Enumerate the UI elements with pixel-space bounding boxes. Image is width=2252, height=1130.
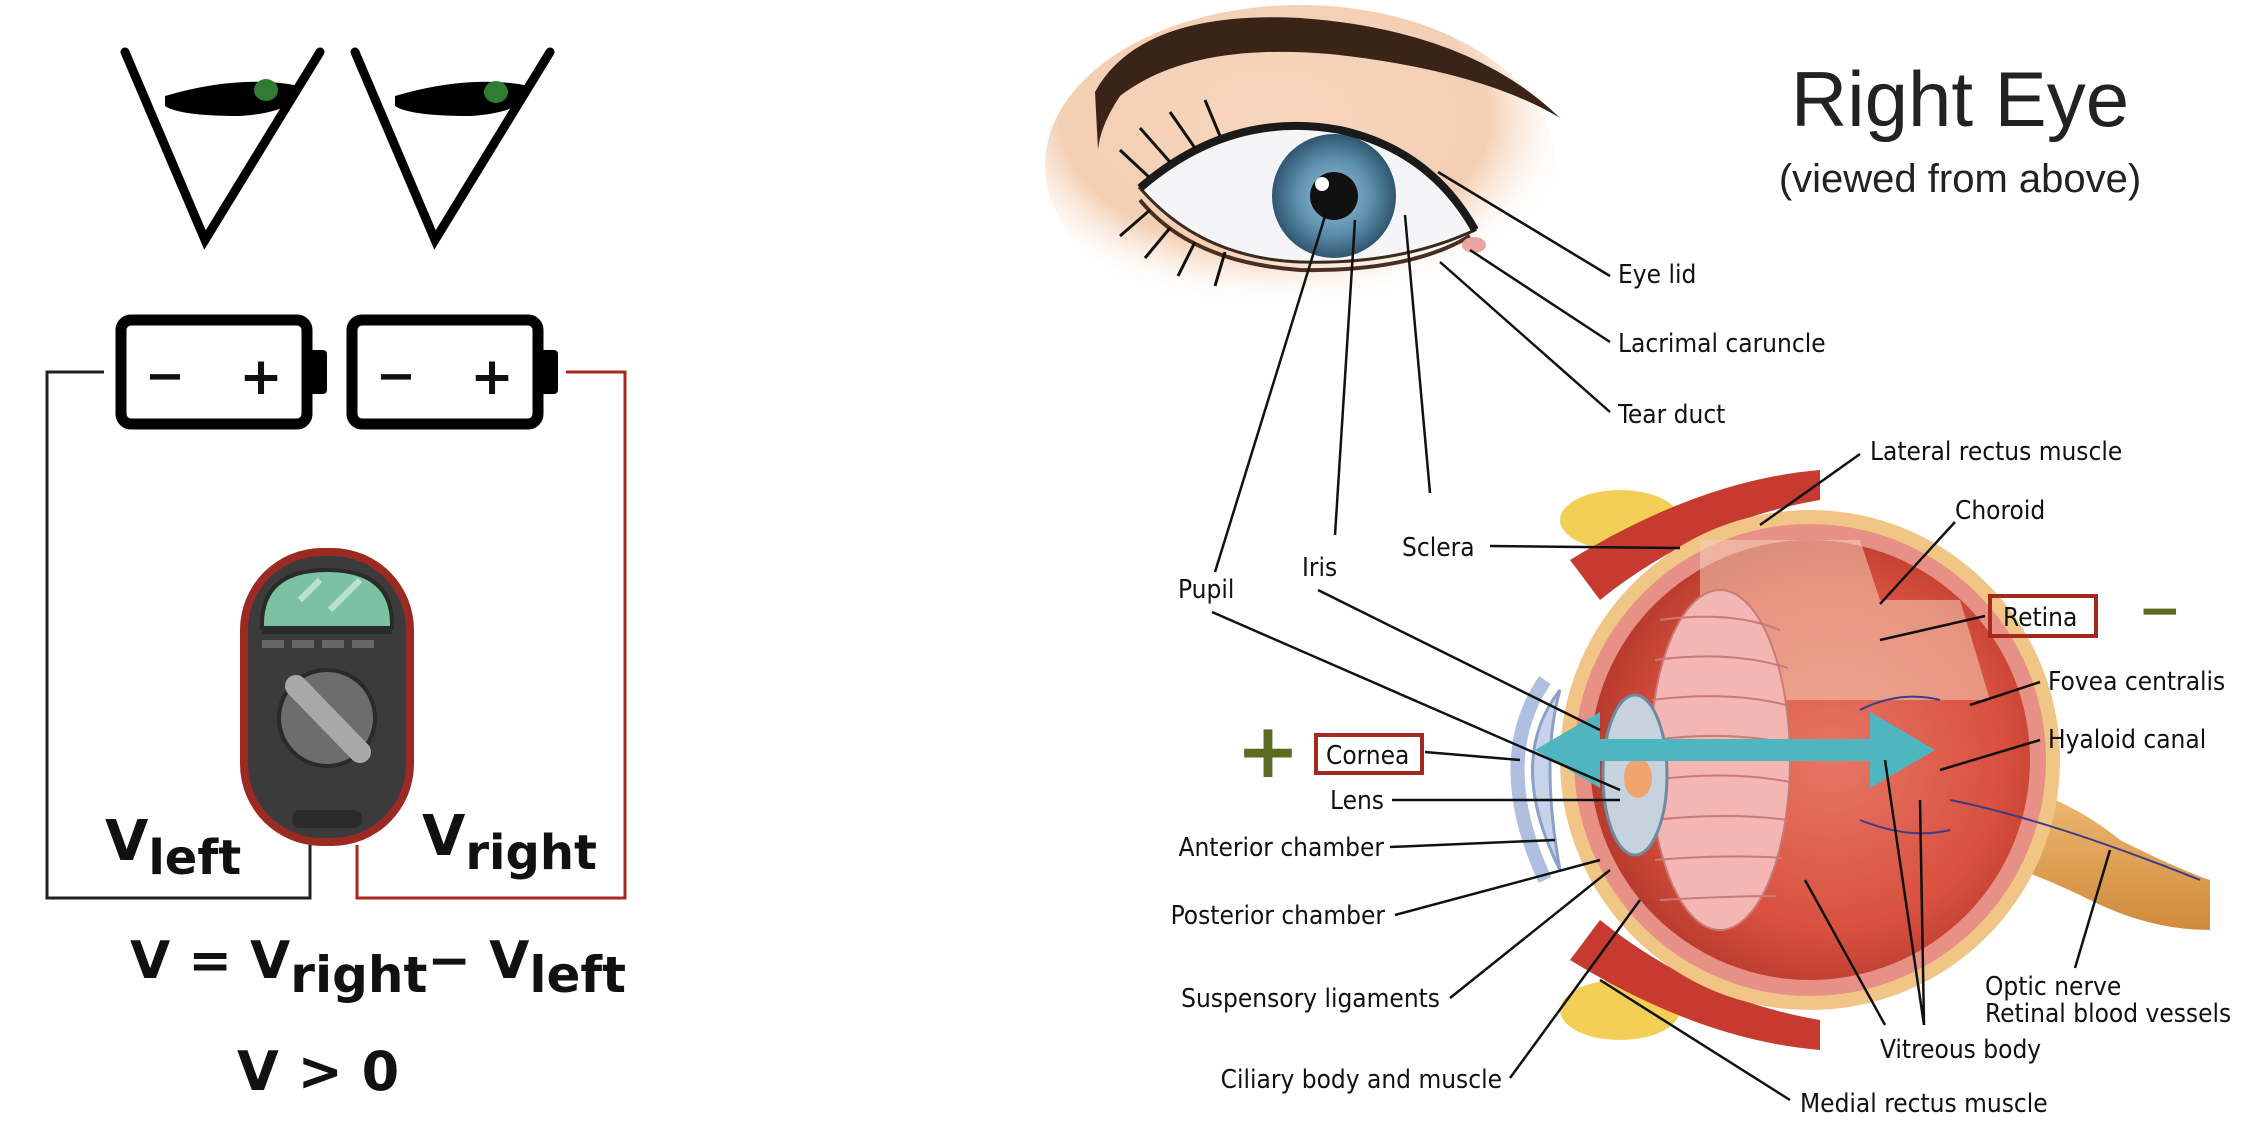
external-eye-illustration (1045, 5, 1560, 325)
label-cornea: Cornea (1326, 741, 1409, 771)
label-choroid: Choroid (1955, 496, 2045, 526)
cornea-sign: + (1236, 706, 1300, 795)
label-lens: Lens (1330, 786, 1384, 816)
v-right-label: Vright (422, 804, 597, 881)
leader-lines (1211, 170, 2112, 1102)
red-wire (355, 370, 627, 900)
label-ciliary: Ciliary body and muscle (1221, 1065, 1502, 1095)
battery-left-plus: + (239, 347, 283, 407)
label-posterior-chamber: Posterior chamber (1171, 901, 1386, 931)
multimeter-icon (240, 548, 414, 846)
label-hyaloid: Hyaloid canal (2048, 725, 2206, 755)
label-retinal-vessels: Retinal blood vessels (1985, 999, 2231, 1029)
diagram-title: Right Eye (1791, 55, 2129, 143)
battery-left-minus: − (145, 348, 185, 404)
voltage-formula: V = Vright− Vleft (130, 931, 626, 1004)
v-left-label: Vleft (105, 809, 241, 886)
label-lateral-rectus: Lateral rectus muscle (1870, 437, 2122, 467)
label-medial-rectus: Medial rectus muscle (1800, 1089, 2048, 1119)
eye-cross-section-illustration (1510, 470, 2210, 1050)
label-sclera: Sclera (1402, 533, 1475, 563)
inequality: V > 0 (237, 1040, 399, 1103)
retina-box (1988, 594, 2098, 638)
label-pupil: Pupil (1178, 575, 1234, 605)
label-retina: Retina (2003, 603, 2077, 633)
battery-right-plus: + (470, 347, 514, 407)
cornea-box (1314, 733, 1424, 775)
label-lacrimal-caruncle: Lacrimal caruncle (1618, 329, 1826, 359)
label-optic-nerve: Optic nerve (1985, 972, 2121, 1002)
label-fovea: Fovea centralis (2048, 667, 2225, 697)
eye-left-icon (120, 47, 325, 250)
retina-sign: − (2138, 581, 2182, 641)
diagram-subtitle: (viewed from above) (1779, 157, 2141, 201)
battery-left-icon: − + (115, 314, 327, 430)
label-iris: Iris (1302, 553, 1337, 583)
label-tear-duct: Tear duct (1617, 400, 1725, 430)
label-anterior-chamber: Anterior chamber (1178, 833, 1384, 863)
eye-right-icon (350, 47, 555, 250)
battery-right-minus: − (376, 348, 416, 404)
black-wire (45, 370, 312, 900)
label-eye-lid: Eye lid (1618, 260, 1696, 290)
label-suspensory: Suspensory ligaments (1181, 984, 1440, 1014)
label-vitreous: Vitreous body (1880, 1035, 2041, 1065)
battery-right-icon: − + (346, 314, 558, 430)
